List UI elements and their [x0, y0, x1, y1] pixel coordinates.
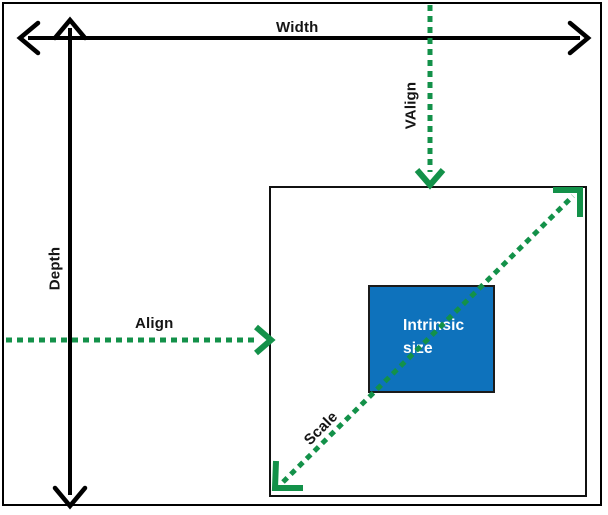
width-label: Width: [276, 19, 319, 36]
align-label: Align: [135, 315, 174, 332]
depth-label: Depth: [46, 246, 64, 291]
intrinsic-size-label: Intrinsic size: [403, 317, 465, 357]
valign-label: VAlign: [402, 81, 420, 130]
intrinsic-size-box: Intrinsic size: [368, 285, 495, 393]
figure-outer-frame: [2, 2, 602, 506]
